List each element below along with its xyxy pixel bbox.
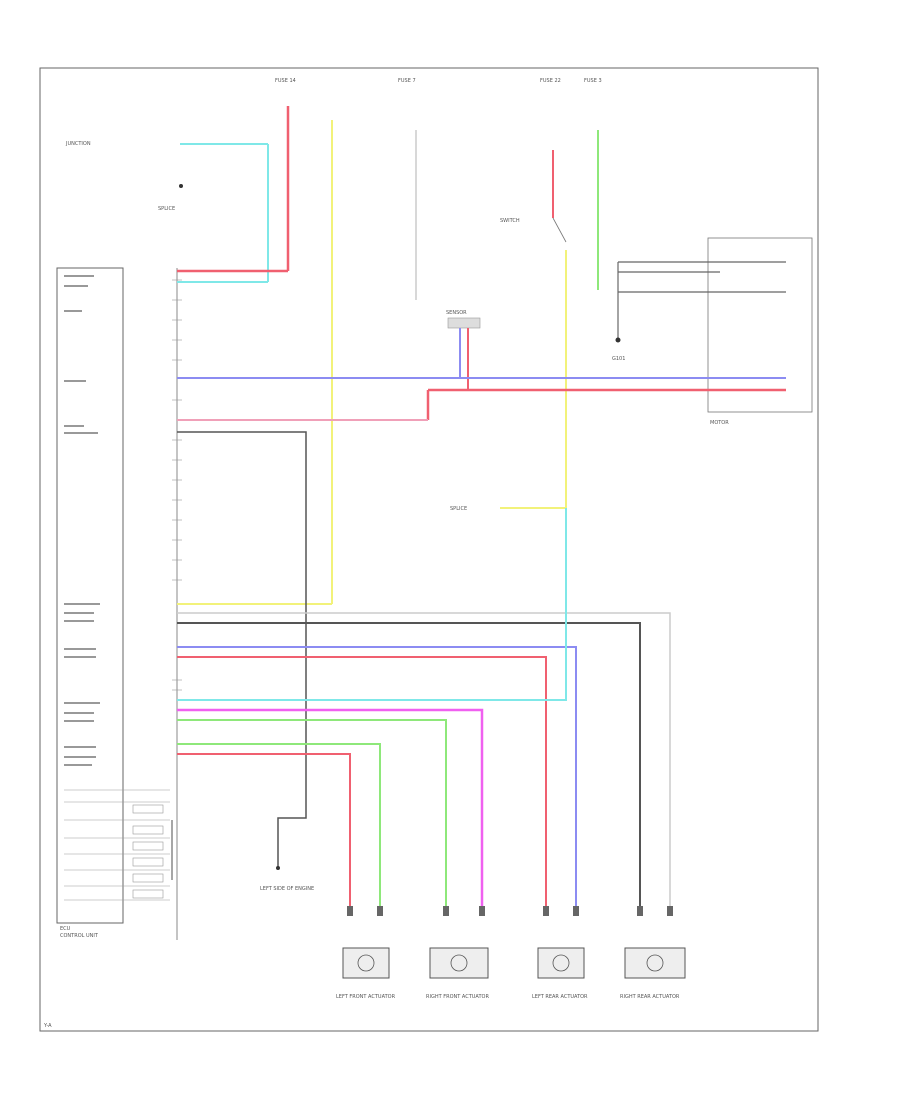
actuator-1: LEFT FRONT ACTUATOR	[336, 947, 396, 1000]
motor-ground-dot	[615, 337, 621, 343]
actuator-3: LEFT REAR ACTUATOR	[532, 947, 588, 1000]
pink-actuator-wire	[177, 656, 547, 912]
actuator-4: RIGHT REAR ACTUATOR	[620, 947, 686, 1000]
fuse-label-2: FUSE 7	[398, 78, 416, 84]
dark-loop	[177, 431, 307, 868]
blue-actuator-wire	[177, 646, 577, 912]
footer-code: Y-A	[43, 1023, 52, 1029]
actuator-label-1: LEFT FRONT ACTUATOR	[336, 994, 396, 1000]
green-actuator-wire-b	[177, 743, 381, 912]
ground-top-label: SPLICE	[158, 206, 175, 212]
actuator-plugs	[347, 906, 673, 916]
fuse-label-3: FUSE 22	[540, 78, 561, 84]
sensor-connector	[447, 317, 481, 329]
magenta-actuator-wire	[177, 708, 484, 912]
actuator-label-2: RIGHT FRONT ACTUATOR	[426, 994, 489, 1000]
cyan-actuator-wire	[177, 508, 567, 701]
gray-actuator-wire	[177, 612, 671, 912]
splice-label: SPLICE	[450, 506, 467, 512]
ground-dot-top	[179, 184, 183, 188]
ground-dot-bottom	[276, 866, 280, 870]
green-actuator-wire-a	[177, 719, 447, 912]
fuse-label-4: FUSE 3	[584, 78, 602, 84]
ecu-label: ECU	[60, 926, 71, 932]
actuator-label-3: LEFT REAR ACTUATOR	[532, 994, 588, 1000]
ecu-inner-labels	[64, 275, 100, 766]
black-actuator-wire	[177, 622, 641, 912]
motor-ground-label: G101	[612, 356, 625, 362]
actuator-2: RIGHT FRONT ACTUATOR	[426, 947, 489, 1000]
fuse-label-1: FUSE 14	[275, 78, 296, 84]
ecu-sub: CONTROL UNIT	[60, 933, 99, 939]
ecu-switch-table	[64, 789, 170, 901]
switch-blade	[552, 217, 567, 243]
diagram-frame	[39, 67, 819, 1032]
ground-bottom-label: LEFT SIDE OF ENGINE	[260, 886, 314, 892]
motor-label: MOTOR	[710, 420, 729, 426]
top-left-connector-label: JUNCTION	[65, 141, 91, 147]
sensor-label: SENSOR	[446, 310, 467, 316]
ecu-box	[56, 267, 124, 924]
red-actuator-wire	[177, 753, 351, 912]
motor-box	[707, 237, 813, 413]
ecu-pin-ticks	[172, 279, 182, 691]
actuator-label-4: RIGHT REAR ACTUATOR	[620, 994, 680, 1000]
switch-label: SWITCH	[500, 218, 520, 224]
